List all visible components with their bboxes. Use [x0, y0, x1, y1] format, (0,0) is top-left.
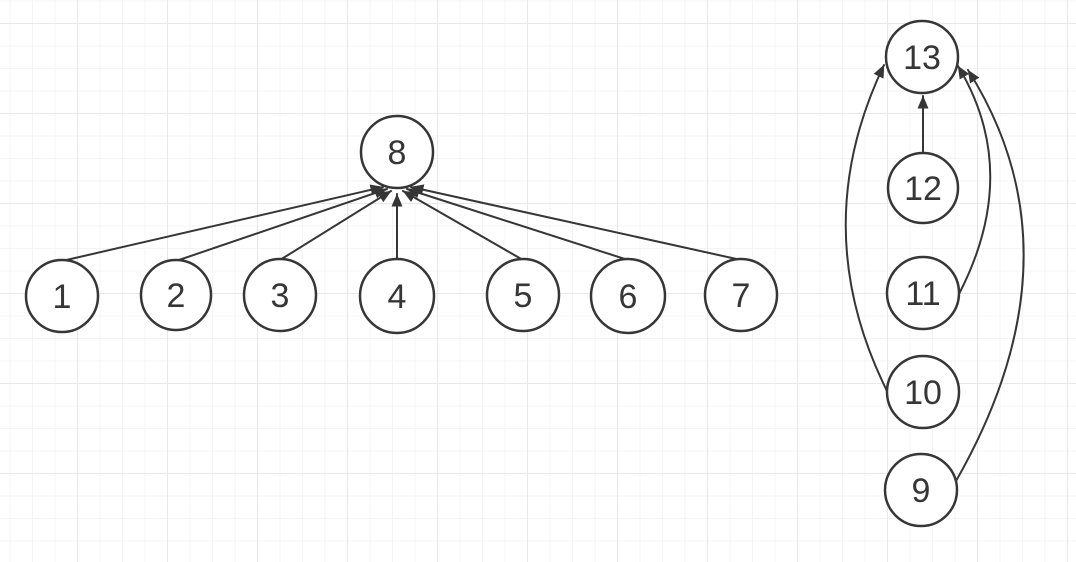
graph-edge-3-to-8[interactable] — [279, 190, 392, 261]
graph-edge-11-to-13[interactable] — [957, 65, 992, 295]
graph-node-7[interactable]: 7 — [703, 257, 779, 333]
graph-node-5[interactable]: 5 — [485, 257, 561, 333]
node-label-10: 10 — [904, 374, 942, 412]
node-circle-10[interactable] — [885, 354, 961, 430]
graph-node-2[interactable]: 2 — [139, 258, 213, 332]
node-label-11: 11 — [905, 275, 940, 313]
node-label-8: 8 — [388, 134, 407, 172]
edges-layer — [61, 64, 1025, 482]
graph-node-1[interactable]: 1 — [24, 258, 100, 334]
node-label-5: 5 — [514, 277, 533, 315]
graph-node-8[interactable]: 8 — [359, 114, 435, 190]
graph-edge-7-to-8[interactable] — [410, 184, 742, 261]
graph-node-10[interactable]: 10 — [885, 354, 961, 430]
graph-edge-5-to-8[interactable] — [402, 190, 524, 261]
node-circle-13[interactable] — [884, 19, 960, 95]
graph-edge-6-to-8[interactable] — [406, 187, 629, 261]
graph-edge-1-to-8[interactable] — [61, 184, 384, 262]
graph-node-13[interactable]: 13 — [884, 19, 960, 95]
node-circle-4[interactable] — [358, 257, 436, 335]
node-label-4: 4 — [388, 278, 407, 316]
node-circle-9[interactable] — [883, 452, 959, 528]
node-label-7: 7 — [732, 277, 751, 315]
node-circle-6[interactable] — [589, 257, 667, 335]
node-label-6: 6 — [619, 278, 638, 316]
node-circle-5[interactable] — [485, 257, 561, 333]
graph-edge-9-to-13[interactable] — [955, 69, 1025, 482]
node-circle-7[interactable] — [703, 257, 779, 333]
node-circle-12[interactable] — [886, 151, 960, 225]
node-circle-11[interactable] — [885, 255, 961, 331]
graph-node-12[interactable]: 12 — [886, 151, 960, 225]
node-label-3: 3 — [271, 277, 290, 315]
node-circle-3[interactable] — [242, 257, 318, 333]
graph-node-11[interactable]: 11 — [885, 255, 961, 331]
node-label-2: 2 — [167, 277, 186, 315]
graph-edge-2-to-8[interactable] — [175, 187, 388, 262]
node-label-1: 1 — [53, 278, 72, 316]
graph-node-9[interactable]: 9 — [883, 452, 959, 528]
node-label-13: 13 — [903, 39, 941, 77]
node-label-9: 9 — [912, 472, 931, 510]
graph-node-6[interactable]: 6 — [589, 257, 667, 335]
graph-node-4[interactable]: 4 — [358, 257, 436, 335]
graph-edge-10-to-13[interactable] — [844, 64, 888, 392]
node-circle-1[interactable] — [24, 258, 100, 334]
node-label-12: 12 — [904, 170, 942, 208]
graph-node-3[interactable]: 3 — [242, 257, 318, 333]
node-circle-2[interactable] — [139, 258, 213, 332]
node-circle-8[interactable] — [359, 114, 435, 190]
